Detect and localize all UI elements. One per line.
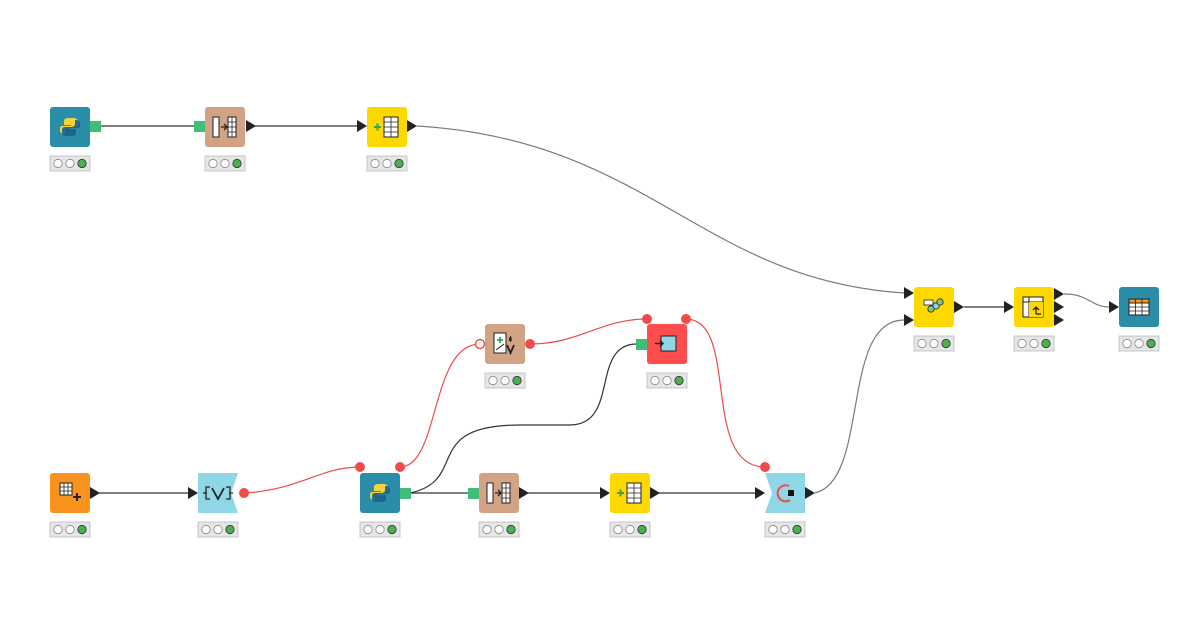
- node-column-filter-bottom[interactable]: [479, 473, 519, 513]
- variable-injector-icon: [655, 335, 677, 352]
- status-bar-table-to-variable: [484, 372, 526, 389]
- port-python-bottom-flow-in[interactable]: [355, 462, 365, 472]
- node-python-script-top[interactable]: [50, 107, 90, 147]
- node-table-to-variable[interactable]: [485, 324, 525, 364]
- port-loop-end-out[interactable]: [805, 487, 815, 499]
- port-python-bottom-out[interactable]: [400, 488, 411, 499]
- port-resorter-out-3[interactable]: [1054, 314, 1064, 326]
- node-joiner[interactable]: [914, 287, 954, 327]
- port-joiner-in-1[interactable]: [904, 287, 914, 299]
- column-resorter-icon: [1022, 296, 1044, 318]
- node-column-resorter[interactable]: [1014, 287, 1054, 327]
- node-loop-end[interactable]: [765, 473, 805, 513]
- port-injector-in[interactable]: [636, 339, 647, 350]
- status-bar-joiner: [913, 335, 955, 352]
- constant-column-icon: [617, 482, 642, 504]
- nodes: [49, 107, 1160, 538]
- status-bar-column-filter-top: [204, 155, 246, 172]
- status-bar-table-creator: [49, 521, 91, 538]
- port-constant-col-bottom-in[interactable]: [600, 487, 610, 499]
- port-python-top-out[interactable]: [90, 121, 101, 132]
- status-bar-constant-column-bottom: [609, 521, 651, 538]
- status-bar-constant-column-top: [366, 155, 408, 172]
- port-constant-col-bottom-out[interactable]: [650, 487, 660, 499]
- port-constant-col-top-out[interactable]: [407, 120, 417, 132]
- loop-end-icon: [776, 484, 794, 503]
- status-bar-table-view: [1118, 335, 1160, 352]
- status-bar-column-filter-bottom: [478, 521, 520, 538]
- port-table-creator-out[interactable]: [90, 487, 100, 499]
- port-col-filter-top-in[interactable]: [194, 121, 205, 132]
- table-creator-icon: [59, 482, 81, 501]
- constant-column-icon: [374, 116, 399, 138]
- node-column-filter-top[interactable]: [205, 107, 245, 147]
- ports: [90, 120, 1119, 499]
- port-constant-col-top-in[interactable]: [357, 120, 367, 132]
- port-injector-flow-out[interactable]: [681, 314, 691, 324]
- node-python-script-bottom[interactable]: [360, 473, 400, 513]
- column-filter-icon: [486, 482, 511, 504]
- status-bar-variable-loop-start: [197, 521, 239, 538]
- status-bar-python-bottom: [359, 521, 401, 538]
- status-bar-variable-injector: [646, 372, 688, 389]
- table-view-icon: [1128, 298, 1150, 316]
- node-table-creator[interactable]: [50, 473, 90, 513]
- port-python-bottom-flow-out[interactable]: [395, 462, 405, 472]
- node-variable-loop-start[interactable]: [198, 473, 238, 513]
- port-col-filter-bottom-out[interactable]: [519, 487, 529, 499]
- port-joiner-in-2[interactable]: [904, 314, 914, 326]
- connection-constant-col-to-joiner[interactable]: [416, 125, 905, 294]
- connections: [99, 125, 1111, 494]
- connection-table-to-var-to-injector[interactable]: [529, 318, 648, 345]
- port-loop-end-flow-in[interactable]: [760, 462, 770, 472]
- connection-loop-end-to-joiner[interactable]: [814, 319, 905, 494]
- port-loop-end-in[interactable]: [755, 487, 765, 499]
- variable-loop-icon: [203, 486, 233, 501]
- port-table-to-var-out[interactable]: [525, 339, 535, 349]
- status-bar-loop-end: [764, 521, 806, 538]
- status-bar-python-top: [49, 155, 91, 172]
- port-resorter-in[interactable]: [1004, 301, 1014, 313]
- port-joiner-out[interactable]: [954, 301, 964, 313]
- port-loop-start-in[interactable]: [188, 487, 198, 499]
- node-table-view[interactable]: [1119, 287, 1159, 327]
- port-col-filter-top-out[interactable]: [246, 120, 256, 132]
- status-bar-column-resorter: [1013, 335, 1055, 352]
- port-resorter-out-2[interactable]: [1054, 301, 1064, 313]
- node-constant-column-top[interactable]: [367, 107, 407, 147]
- connection-python-to-table-to-var[interactable]: [399, 343, 481, 468]
- table-to-variable-icon: [493, 332, 515, 356]
- node-variable-injector[interactable]: [647, 324, 687, 364]
- port-resorter-out-1[interactable]: [1054, 288, 1064, 300]
- connection-injector-to-loop-end[interactable]: [685, 318, 766, 468]
- port-loop-start-flow-out[interactable]: [239, 488, 249, 498]
- python-icon: [60, 118, 80, 136]
- python-icon: [370, 484, 390, 502]
- connection-resorter-to-table-view[interactable]: [1063, 293, 1111, 308]
- node-constant-column-bottom[interactable]: [610, 473, 650, 513]
- port-table-view-in[interactable]: [1109, 301, 1119, 313]
- port-col-filter-bottom-in[interactable]: [468, 488, 479, 499]
- connection-loop-start-to-python[interactable]: [243, 466, 361, 494]
- joiner-icon: [923, 298, 944, 313]
- connection-python-to-injector[interactable]: [409, 343, 638, 494]
- column-filter-icon: [212, 116, 237, 138]
- port-injector-flow-in[interactable]: [642, 314, 652, 324]
- port-table-to-var-in[interactable]: [474, 338, 486, 350]
